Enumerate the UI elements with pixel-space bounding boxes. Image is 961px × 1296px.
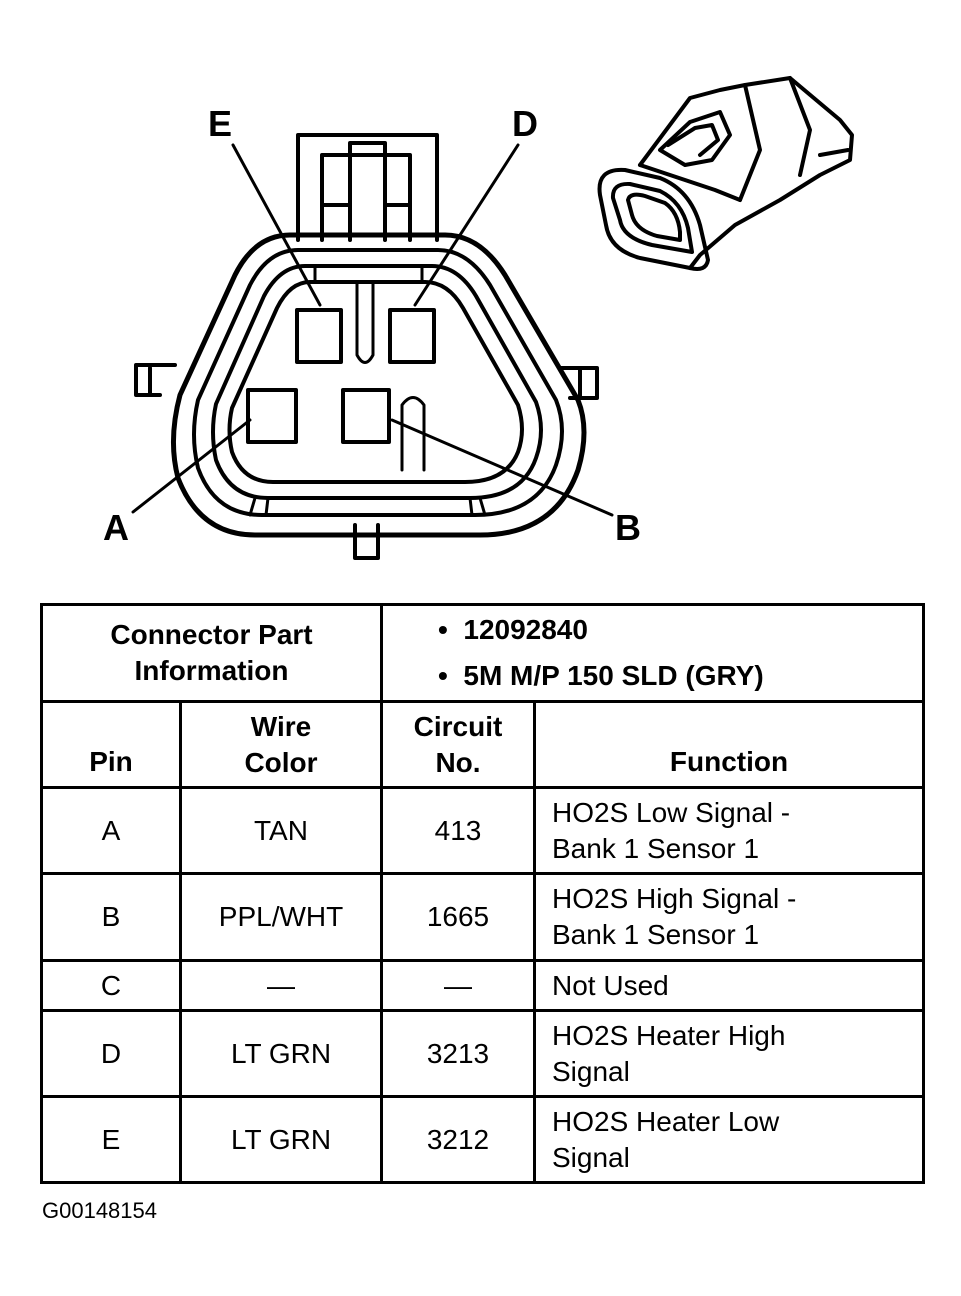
table-row: C — — Not Used <box>40 959 926 1012</box>
pin-cell: A <box>40 786 182 875</box>
pin-cell: E <box>40 1095 182 1184</box>
connector-key-slots <box>355 280 426 472</box>
connector-side-ears <box>134 363 599 560</box>
table-row: E LT GRN 3212 HO2S Heater Low Signal <box>40 1095 926 1184</box>
connector-lock-tab <box>296 133 439 242</box>
wire-color-cell: LT GRN <box>179 1009 383 1098</box>
pin-label-b: B <box>615 507 641 548</box>
part-description-value: 5M M/P 150 SLD (GRY) <box>463 660 764 691</box>
header-circuit: Circuit No. <box>380 700 536 789</box>
function-cell: HO2S Heater Low Signal <box>532 1095 926 1184</box>
circuit-cell: 1665 <box>380 872 536 962</box>
figure-code: G00148154 <box>42 1198 157 1223</box>
part-info-label-line2: Information <box>134 655 289 686</box>
circuit-cell: 3213 <box>380 1009 536 1098</box>
wire-color-cell: LT GRN <box>179 1095 383 1184</box>
function-line1: HO2S High Signal - <box>552 883 797 914</box>
wire-color-cell: TAN <box>179 786 383 875</box>
function-line2: Bank 1 Sensor 1 <box>552 832 760 864</box>
function-line1: HO2S Low Signal - <box>552 796 791 828</box>
cavity-d <box>388 308 436 364</box>
function-line2: Signal <box>552 1141 630 1173</box>
function-cell: Not Used <box>532 959 926 1012</box>
circuit-cell: 3212 <box>380 1095 536 1184</box>
connector-perspective-icon <box>597 76 854 271</box>
pin-cell: D <box>40 1009 182 1098</box>
pin-label-d: D <box>512 103 538 144</box>
part-info-label-line1: Connector Part <box>110 619 313 650</box>
part-number-value: 12092840 <box>463 614 588 645</box>
table-row: A TAN 413 HO2S Low Signal - Bank 1 Senso… <box>40 786 926 875</box>
function-line2: Bank 1 Sensor 1 <box>552 919 760 950</box>
pin-label-e: E <box>208 103 232 144</box>
header-circuit-line1: Circuit <box>413 710 503 742</box>
part-info-label: Connector Part Information <box>40 603 383 703</box>
pin-cell: C <box>40 959 182 1012</box>
connector-diagram: E D A B <box>103 76 854 560</box>
connector-housing <box>171 232 587 538</box>
part-description: • 5M M/P 150 SLD (GRY) <box>438 660 764 691</box>
function-line1: HO2S Heater High <box>552 1019 786 1051</box>
pin-cell: B <box>40 872 182 962</box>
function-line2: Signal <box>552 1055 630 1087</box>
part-info-list: • 12092840 • 5M M/P 150 SLD (GRY) <box>379 603 926 703</box>
cavity-a <box>246 388 298 444</box>
cavity-b <box>341 388 391 444</box>
wire-color-cell: — <box>179 959 383 1012</box>
header-row: Pin Wire Color Circuit No. Function <box>40 700 926 789</box>
header-circuit-line2: No. <box>435 746 481 778</box>
function-cell: HO2S Low Signal - Bank 1 Sensor 1 <box>532 786 926 875</box>
function-line1: HO2S Heater Low <box>552 1105 780 1137</box>
pin-leader-lines <box>131 143 614 517</box>
header-wire-color-line1: Wire <box>250 710 312 742</box>
connector-table: Connector Part Information • 12092840 • … <box>40 603 926 1184</box>
table-row: B PPL/WHT 1665 HO2S High Signal - Bank 1… <box>40 872 926 962</box>
function-cell: HO2S High Signal - Bank 1 Sensor 1 <box>532 872 926 962</box>
circuit-cell: — <box>380 959 536 1012</box>
cavity-e <box>295 308 343 364</box>
wire-color-cell: PPL/WHT <box>179 872 383 962</box>
function-line1: Not Used <box>552 969 669 1001</box>
part-info-row: Connector Part Information • 12092840 • … <box>40 603 926 703</box>
header-wire-color: Wire Color <box>179 700 383 789</box>
header-pin: Pin <box>40 700 182 789</box>
circuit-cell: 413 <box>380 786 536 875</box>
header-wire-color-line2: Color <box>244 746 318 778</box>
function-cell: HO2S Heater High Signal <box>532 1009 926 1098</box>
header-function: Function <box>532 700 926 789</box>
pin-label-a: A <box>103 507 129 548</box>
table-row: D LT GRN 3213 HO2S Heater High Signal <box>40 1009 926 1098</box>
part-number: • 12092840 <box>438 614 588 645</box>
